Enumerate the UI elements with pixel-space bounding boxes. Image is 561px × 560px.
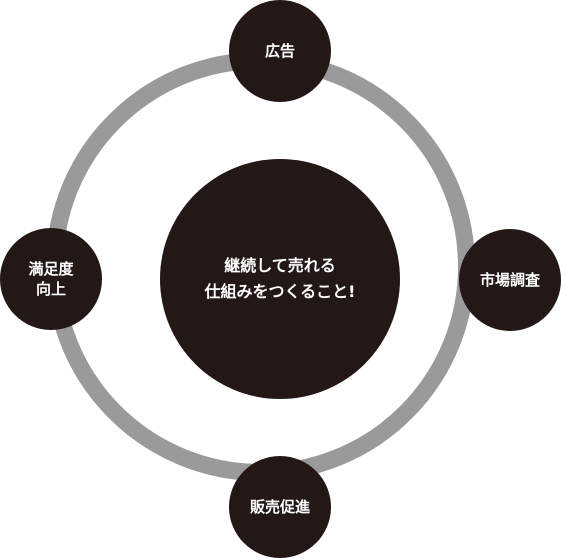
node-satisfaction-improvement-label: 満足度 向上 <box>28 259 74 298</box>
center-circle: 継続して売れる 仕組みをつくること! <box>160 159 400 399</box>
node-market-research-label: 市場調査 <box>479 270 540 289</box>
node-sales-promotion-label: 販売促進 <box>249 497 310 516</box>
node-market-research: 市場調査 <box>459 229 561 331</box>
node-advertising: 広告 <box>229 0 331 102</box>
node-advertising-label: 広告 <box>264 41 295 60</box>
center-label: 継続して売れる 仕組みをつくること! <box>204 256 356 301</box>
node-sales-promotion: 販売促進 <box>229 456 331 558</box>
node-satisfaction-improvement: 満足度 向上 <box>0 228 102 330</box>
